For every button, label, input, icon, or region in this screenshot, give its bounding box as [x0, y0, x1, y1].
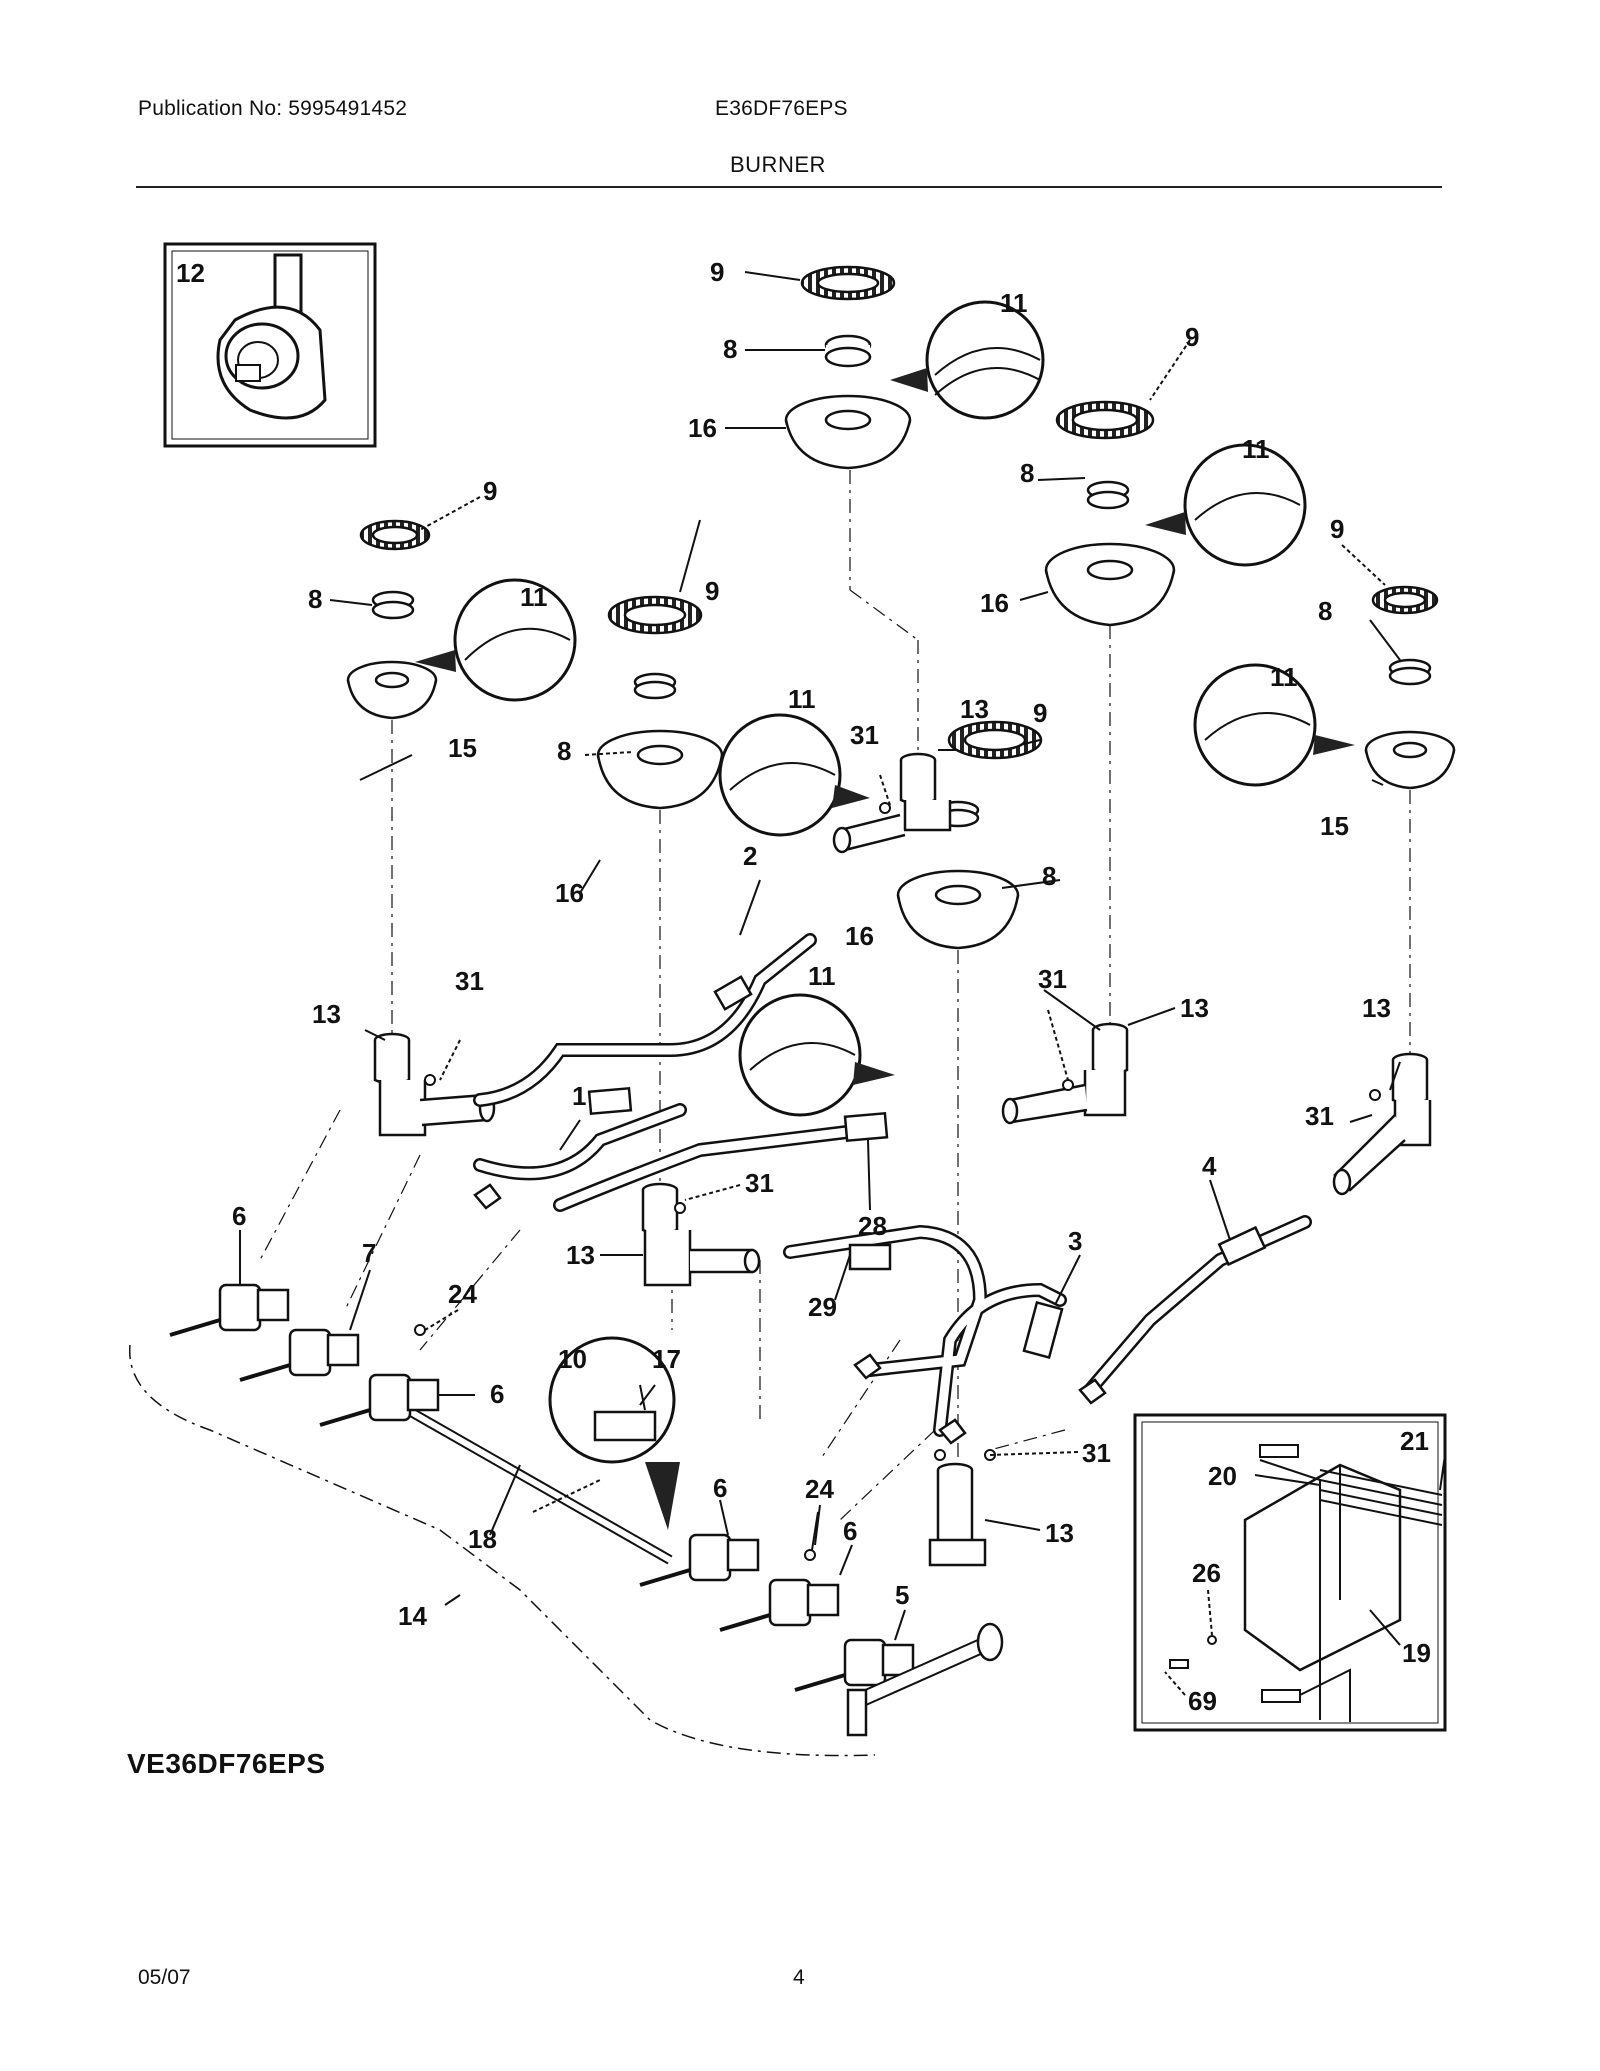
callout-4: 4 [1202, 1151, 1217, 1181]
callout-31: 31 [455, 966, 484, 996]
callout-13: 13 [566, 1240, 595, 1270]
callout-15: 15 [448, 733, 477, 763]
callout-8: 8 [1318, 596, 1332, 626]
callout-19: 19 [1402, 1638, 1431, 1668]
callout-8: 8 [723, 334, 737, 364]
callout-2: 2 [743, 841, 757, 871]
valve-7 [239, 1328, 360, 1382]
callout-7: 7 [362, 1238, 376, 1268]
callout-31: 31 [1038, 964, 1067, 994]
callout-15: 15 [1320, 811, 1349, 841]
callout-6: 6 [713, 1473, 727, 1503]
callout-13: 13 [1362, 993, 1391, 1023]
valve-6 [719, 1578, 840, 1632]
manifold-assembly-14-outline [129, 1344, 876, 1757]
callout-13: 13 [960, 694, 989, 724]
callout-6: 6 [232, 1201, 246, 1231]
inset-module-19 [1133, 1413, 1447, 1732]
callout-9: 9 [1033, 698, 1047, 728]
callout-16: 16 [555, 878, 584, 908]
callout-24: 24 [448, 1279, 477, 1309]
callout-18: 18 [468, 1524, 497, 1554]
callout-16: 16 [845, 921, 874, 951]
publication-number: Publication No: 5995491452 [138, 97, 408, 120]
callout-8: 8 [308, 584, 322, 614]
callout-8: 8 [557, 736, 571, 766]
callout-11: 11 [1242, 434, 1270, 464]
callout-6: 6 [490, 1379, 504, 1409]
callout-31: 31 [1082, 1438, 1111, 1468]
callout-11: 11 [788, 684, 816, 714]
footer-date: 05/07 [138, 1966, 191, 1989]
callout-9: 9 [710, 257, 724, 287]
callout-9: 9 [705, 576, 719, 606]
callout-16: 16 [980, 588, 1009, 618]
callout-5: 5 [895, 1580, 909, 1610]
callout-21: 21 [1400, 1426, 1429, 1456]
burner-base-13 [641, 1182, 761, 1287]
callout-16: 16 [688, 413, 717, 443]
burner-base-13 [373, 1032, 496, 1137]
callout-20: 20 [1208, 1461, 1237, 1491]
valve-6 [639, 1533, 760, 1587]
page-number: 4 [793, 1966, 805, 1989]
callout-13: 13 [1180, 993, 1209, 1023]
callout-11: 11 [808, 961, 836, 991]
callout-28: 28 [858, 1211, 887, 1241]
detail-circle-11 [718, 713, 842, 837]
callout-10: 10 [558, 1344, 587, 1374]
inset-valve-12 [163, 242, 377, 448]
model-number-header: E36DF76EPS [715, 97, 848, 120]
callout-1: 1 [572, 1081, 586, 1111]
callout-26: 26 [1192, 1558, 1221, 1588]
callout-11: 11 [520, 582, 548, 612]
callout-11: 11 [1000, 288, 1028, 318]
callout-3: 3 [1068, 1226, 1082, 1256]
burner-base-13 [1001, 1022, 1129, 1125]
callout-9: 9 [1330, 514, 1344, 544]
callout-8: 8 [1042, 861, 1056, 891]
detail-circle-11 [1193, 663, 1317, 787]
callout-9: 9 [483, 476, 497, 506]
callout-12: 12 [176, 258, 205, 288]
callout-24: 24 [805, 1474, 834, 1504]
callout-69: 69 [1188, 1686, 1217, 1716]
detail-circle-11 [738, 993, 862, 1117]
burner-base-13 [832, 752, 952, 854]
detail-circle-11 [925, 300, 1045, 420]
header-rule [136, 186, 1442, 188]
callout-31: 31 [1305, 1101, 1334, 1131]
callout-17: 17 [652, 1344, 681, 1374]
callout-14: 14 [398, 1601, 427, 1631]
detail-circle-11 [453, 578, 577, 702]
callout-8: 8 [1020, 458, 1034, 488]
callout-31: 31 [745, 1168, 774, 1198]
section-title: BURNER [730, 152, 826, 177]
callout-29: 29 [808, 1292, 837, 1322]
burner-base-13 [928, 1462, 987, 1567]
burner-base-13 [1332, 1052, 1432, 1196]
callout-13: 13 [312, 999, 341, 1029]
callout-11: 11 [1270, 662, 1298, 692]
valve-6 [169, 1283, 290, 1337]
manifold-inlet [846, 1622, 1004, 1737]
model-variant-label: VE36DF76EPS [127, 1748, 326, 1779]
callout-9: 9 [1185, 322, 1199, 352]
valve-6 [319, 1373, 440, 1427]
callout-31: 31 [850, 720, 879, 750]
callout-13: 13 [1045, 1518, 1074, 1548]
detail-circle-11 [1183, 443, 1307, 567]
callout-6: 6 [843, 1516, 857, 1546]
